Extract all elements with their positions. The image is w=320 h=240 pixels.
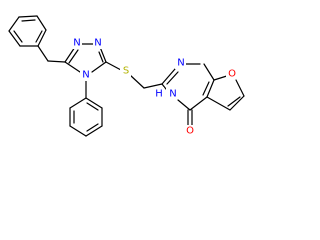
bond <box>18 15 38 18</box>
bond <box>69 125 87 137</box>
bond <box>68 49 79 64</box>
bond <box>64 46 76 63</box>
atom-h-pyrimidine-nh: H <box>155 89 163 100</box>
bond <box>37 45 49 62</box>
bond <box>86 123 99 132</box>
bond <box>69 97 87 109</box>
bond <box>229 95 245 111</box>
bond <box>21 19 36 22</box>
bond <box>129 74 145 89</box>
atom-n-triazole-1: N <box>73 38 80 49</box>
bond <box>13 30 23 43</box>
bond <box>85 97 103 109</box>
bond <box>8 16 20 32</box>
atom-n-pyrimidine: N <box>177 58 184 69</box>
atom-o-carbonyl: O <box>186 126 194 137</box>
bond <box>105 61 122 71</box>
bond <box>177 99 191 111</box>
bond <box>143 83 163 89</box>
bond <box>91 61 107 73</box>
bond <box>98 51 104 63</box>
bond <box>235 79 245 97</box>
atom-n-triazole-2: N <box>94 38 101 49</box>
atom-labels: N N N S N N H O O <box>71 37 237 137</box>
bond <box>206 79 215 98</box>
bond <box>99 46 107 63</box>
canvas-background <box>0 0 300 200</box>
bond <box>35 30 43 43</box>
atom-n-pyrimidine-nh: N <box>169 89 176 100</box>
molecule-structure: N N N S N N H O O <box>0 0 300 200</box>
bond <box>203 63 215 81</box>
bond <box>166 71 179 85</box>
atom-o-furan: O <box>228 69 236 80</box>
bond <box>85 125 103 137</box>
bond <box>161 68 176 85</box>
bond <box>8 30 21 47</box>
bond <box>36 15 47 31</box>
bond <box>86 102 99 111</box>
bond <box>189 96 208 111</box>
bond <box>206 96 231 111</box>
bond <box>202 81 210 96</box>
bond <box>47 60 66 63</box>
bond <box>227 96 241 107</box>
atom-s-thioether: S <box>123 66 129 77</box>
bond <box>64 61 81 73</box>
atom-n-triazole-4: N <box>82 70 89 81</box>
bond <box>37 29 47 47</box>
